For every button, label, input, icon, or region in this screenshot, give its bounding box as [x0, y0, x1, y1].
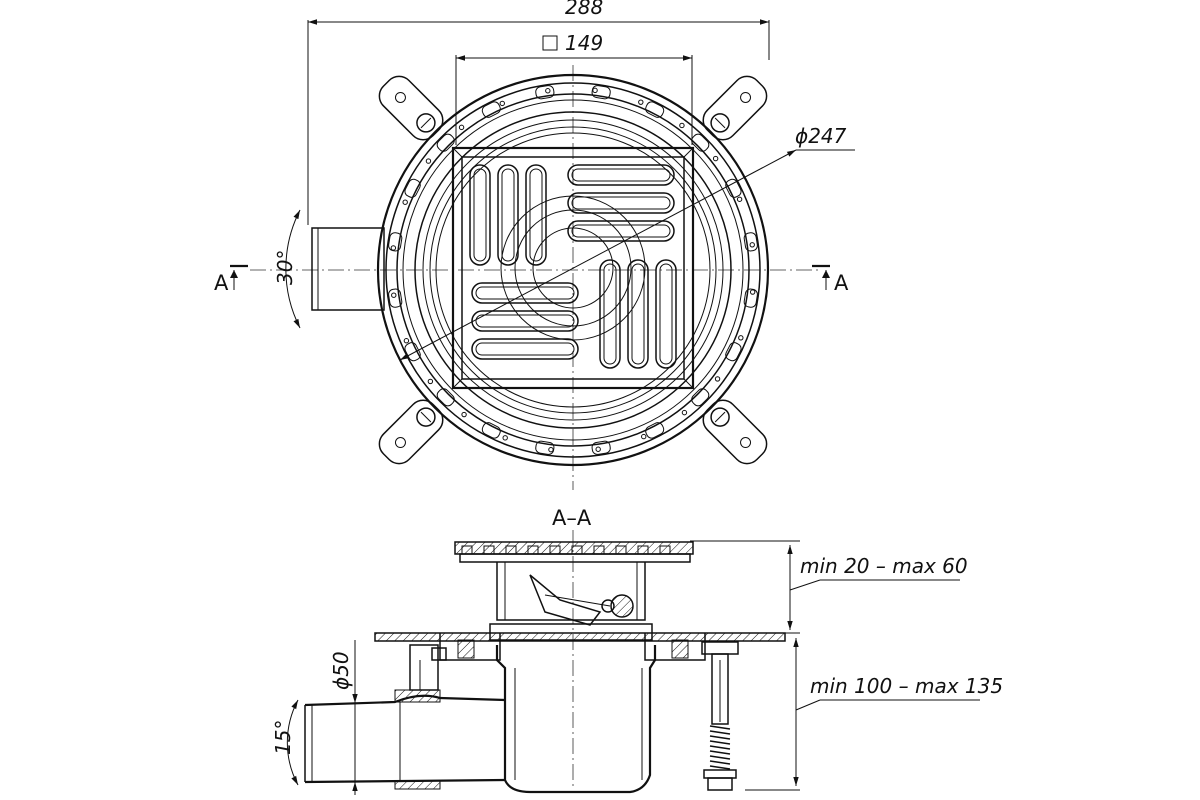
- dimension-outlet-angle: 15°: [271, 699, 299, 786]
- dim-angle-label: 30°: [273, 250, 297, 285]
- flange-plate-section: [374, 623, 786, 661]
- dimension-outlet-diameter: ϕ50: [329, 640, 358, 795]
- dimension-diameter: ϕ247: [399, 124, 855, 361]
- dim-diameter-label: ϕ247: [795, 124, 847, 148]
- dim-overall-width-label: 288: [565, 0, 603, 19]
- section-mark-left: A: [214, 264, 248, 295]
- dim-lower-height-label: min 100 – max 135: [810, 674, 1003, 698]
- dimension-angle: 30°: [273, 209, 301, 329]
- section-mark-left-label: A: [214, 271, 229, 295]
- square-symbol-icon: [542, 35, 558, 51]
- dimension-overall-width: 288: [307, 0, 770, 225]
- section-view: A–A: [271, 506, 1003, 795]
- dim-outlet-angle-label: 15°: [271, 720, 295, 755]
- outlet-pipe-plan: [311, 227, 385, 311]
- plan-view: 288 149: [214, 0, 855, 490]
- left-support-post: [409, 644, 447, 691]
- right-support-post: [701, 641, 739, 791]
- dim-grate-square-label: 149: [565, 31, 603, 55]
- dimension-grate-square: 149: [455, 31, 693, 145]
- section-mark-right-label: A: [834, 271, 849, 295]
- dim-outlet-diameter-label: ϕ50: [329, 651, 353, 690]
- section-mark-right: A: [812, 264, 849, 295]
- section-title: A–A: [552, 506, 592, 530]
- grate-section: [454, 541, 694, 626]
- dim-upper-height-label: min 20 – max 60: [800, 554, 968, 578]
- dimension-upper-height: min 20 – max 60: [690, 540, 968, 634]
- outlet-pipe-section: [304, 689, 506, 790]
- dimension-lower-height: min 100 – max 135: [745, 638, 1003, 791]
- drain-body-section: [495, 645, 657, 794]
